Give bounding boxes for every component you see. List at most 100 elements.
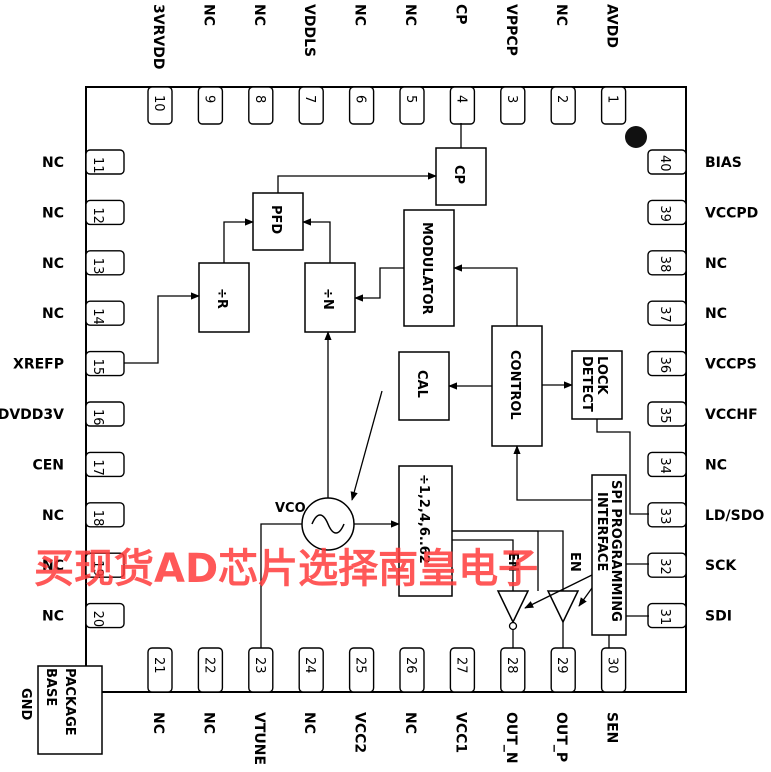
pins-top: 103VRVDD9NC8NC7VDDLS6NC5NC4CP3VPPCP2NC1A… xyxy=(147,4,627,125)
pin-29-label: OUT_P xyxy=(553,712,569,762)
pin-17-label: CEN xyxy=(32,457,64,473)
pins-bottom: 21NC22NC23VTUNE24NC25VCC226NC27VCC128OUT… xyxy=(147,647,627,765)
block-modulator: MODULATOR xyxy=(403,209,455,327)
pin-33-label: LD/SDO xyxy=(705,508,764,524)
pin-2-pad xyxy=(550,86,576,125)
pin-26-pad xyxy=(399,647,425,693)
pin-32-label: SCK xyxy=(705,558,737,574)
pin-10-label: 3VRVDD xyxy=(150,4,166,69)
pin-23-label: VTUNE xyxy=(251,712,267,765)
block-control-label: CONTROL xyxy=(507,350,522,420)
pin-40-number: 40 xyxy=(657,155,672,172)
pin-24-pad xyxy=(298,647,324,693)
pin-40-pad xyxy=(647,149,687,175)
pin-6-pad xyxy=(348,86,375,125)
pin-31-label: SDI xyxy=(705,609,732,625)
block-cal: CAL xyxy=(398,351,450,421)
pin-35-number: 35 xyxy=(657,407,672,424)
package-base-label-1: PACKAGE xyxy=(62,668,77,736)
block-spi-label-1: SPI PROGRAMMING xyxy=(608,480,623,622)
pin-3-label: VPPCP xyxy=(503,4,519,56)
pin-6-label: NC xyxy=(352,4,368,26)
pin-7-number: 7 xyxy=(302,95,317,103)
pin-7-label: VDDLS xyxy=(301,4,317,57)
block-div-n-label: ÷N xyxy=(320,288,335,310)
pin-9-label: NC xyxy=(200,4,216,26)
pin-14-pad xyxy=(85,300,125,326)
pin-20-number: 20 xyxy=(90,611,105,628)
pin-25-pad xyxy=(348,647,375,693)
pin-8-number: 8 xyxy=(252,95,267,103)
pin-2-label: NC xyxy=(553,4,569,26)
block-cal-label: CAL xyxy=(414,370,429,398)
block-spi-label-2: INTERFACE xyxy=(594,492,609,571)
package-base-label-2: BASE xyxy=(43,668,58,706)
pin-34-pad xyxy=(647,451,687,478)
pin-5-pad xyxy=(399,86,425,125)
pin-35-pad xyxy=(647,401,687,427)
block-pfd: PFD xyxy=(252,192,304,251)
pin-18-label: NC xyxy=(42,508,64,524)
pin-13-number: 13 xyxy=(90,258,105,275)
pins-left: 11NC12NC13NC14NC15XREFP16DVDD3V17CEN18NC… xyxy=(0,149,125,629)
pin-17-number: 17 xyxy=(90,459,105,476)
pin-37-number: 37 xyxy=(657,306,672,323)
pin-38-number: 38 xyxy=(657,256,672,273)
signal-wires xyxy=(124,123,649,648)
pin-19-pad xyxy=(85,552,125,578)
pin-14-number: 14 xyxy=(90,308,105,325)
pin-4-label: CP xyxy=(452,4,468,25)
pin-27-pad xyxy=(449,647,476,693)
block-cp: CP xyxy=(435,147,487,206)
block-lock-detect: LOCK DETECT xyxy=(571,350,623,420)
pin-4-number: 4 xyxy=(453,95,468,103)
pin-16-pad xyxy=(85,401,125,427)
pin-21-label: NC xyxy=(150,712,166,734)
watermark: 买现货AD芯片选择南皇电子 xyxy=(34,546,538,592)
block-div-r-label: ÷R xyxy=(214,288,229,309)
pin-24-number: 24 xyxy=(302,657,317,674)
pin-11-pad xyxy=(85,149,125,175)
pin-29-number: 29 xyxy=(554,657,569,674)
block-lock-detect-label-1: LOCK xyxy=(594,356,609,395)
pin-18-pad xyxy=(85,502,125,528)
pin-12-pad xyxy=(85,199,125,226)
pin-28-number: 28 xyxy=(504,657,519,674)
package-base: PACKAGE BASE GND xyxy=(18,665,103,755)
pin-27-number: 27 xyxy=(453,657,468,674)
pin-21-number: 21 xyxy=(151,657,166,674)
pin-9-pad xyxy=(197,86,224,125)
pin-32-number: 32 xyxy=(657,558,672,575)
pin-22-label: NC xyxy=(200,712,216,734)
pin-26-label: NC xyxy=(402,712,418,734)
pin-11-label: NC xyxy=(42,155,64,171)
pin-37-label: NC xyxy=(705,306,727,322)
pin-36-pad xyxy=(647,350,687,377)
pin-26-number: 26 xyxy=(403,657,418,674)
pin-31-number: 31 xyxy=(657,609,672,626)
gnd-label: GND xyxy=(18,688,33,721)
pin-16-number: 16 xyxy=(90,409,105,426)
pin-38-pad xyxy=(647,250,687,276)
pin-9-number: 9 xyxy=(201,95,216,103)
pin-3-number: 3 xyxy=(504,95,519,103)
pin-25-label: VCC2 xyxy=(352,712,368,753)
pin-30-number: 30 xyxy=(605,657,620,674)
pin-12-label: NC xyxy=(42,205,64,221)
pin-39-number: 39 xyxy=(657,205,672,222)
pin-1-number: 1 xyxy=(605,95,620,103)
pin-4-pad xyxy=(449,86,476,125)
pin-18-number: 18 xyxy=(90,510,105,527)
block-spi-interface: SPI PROGRAMMING INTERFACE xyxy=(591,474,627,636)
pin-13-label: NC xyxy=(42,256,64,272)
pin-8-label: NC xyxy=(251,4,267,26)
pin-12-number: 12 xyxy=(90,207,105,224)
block-modulator-label: MODULATOR xyxy=(419,222,434,315)
pin-7-pad xyxy=(298,86,324,125)
pin-22-pad xyxy=(197,647,224,693)
pin-5-number: 5 xyxy=(403,95,418,103)
pin-19-number: 19 xyxy=(90,560,105,577)
pin-14-label: NC xyxy=(42,306,64,322)
